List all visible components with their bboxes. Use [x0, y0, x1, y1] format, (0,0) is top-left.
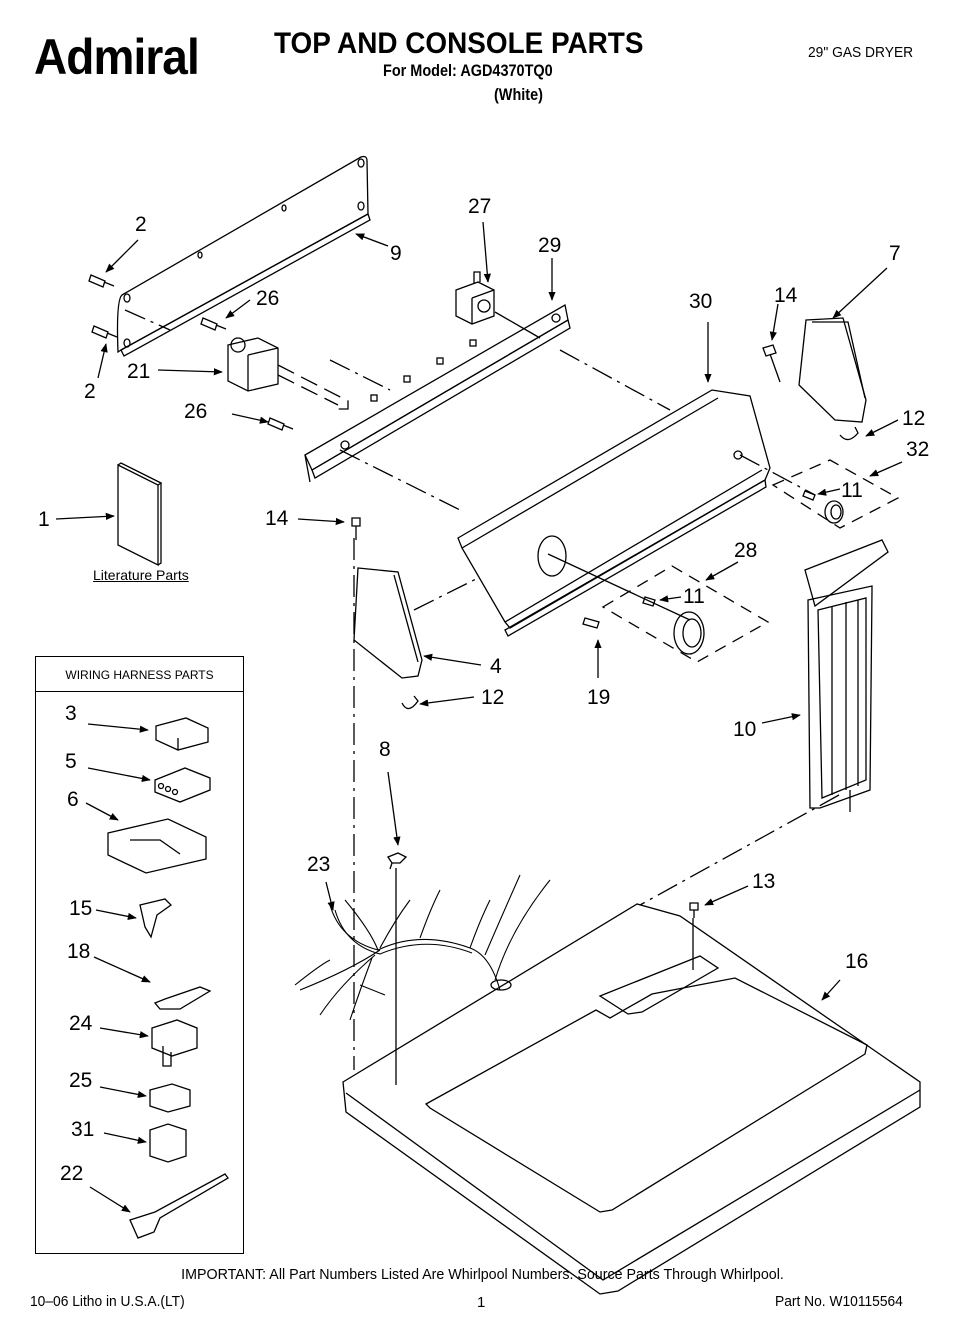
wire-harness-part-23: [294, 874, 551, 1021]
callout-5: 5: [65, 750, 77, 773]
callout-21: 21: [127, 360, 151, 383]
model-color: (White): [494, 85, 543, 104]
callout-23: 23: [307, 853, 331, 876]
callout-9: 9: [390, 242, 402, 265]
callout-26: 26: [256, 287, 280, 310]
lint-filter-part-10: [804, 539, 889, 812]
important-notice: IMPORTANT: All Part Numbers Listed Are W…: [181, 1266, 784, 1283]
top-panel-part-16: [342, 903, 921, 1295]
screw-part-13: [689, 902, 699, 970]
callout-28: 28: [734, 539, 758, 562]
print-info: 10–06 Litho in U.S.A.(LT): [30, 1293, 185, 1310]
callout-7: 7: [889, 242, 901, 265]
screw-part-26: [200, 317, 294, 431]
callout-19: 19: [587, 686, 611, 709]
end-cap-part-4: [353, 567, 423, 679]
console-panel-part-30: [457, 389, 771, 637]
page-title: TOP AND CONSOLE PARTS: [274, 27, 644, 60]
callout-29: 29: [538, 234, 562, 257]
clip-part-12: [401, 426, 859, 710]
clip-part-8: [387, 852, 408, 1085]
knob-kit-part-28: [547, 553, 770, 663]
product-type: 29" GAS DRYER: [808, 44, 914, 61]
assembly-lines: [124, 309, 840, 1070]
callout-18: 18: [67, 940, 91, 963]
callout-25: 25: [69, 1069, 93, 1092]
wiring-harness-heading: WIRING HARNESS PARTS: [36, 657, 243, 692]
callout-13: 13: [752, 870, 776, 893]
callout-1: 1: [38, 508, 50, 531]
callout-2: 2: [84, 380, 96, 403]
switch-part-21: [227, 337, 349, 410]
bracket-part-7: [762, 317, 867, 423]
callout-11: 11: [841, 479, 863, 502]
callout-32: 32: [906, 438, 930, 461]
wiring-harness-icons: [107, 717, 229, 1239]
page-number: 1: [477, 1294, 486, 1311]
callout-12: 12: [902, 407, 926, 430]
callout-14: 14: [774, 284, 798, 307]
callout-10: 10: [733, 718, 757, 741]
callout-30: 30: [689, 290, 713, 313]
literature-book-part-1: [117, 462, 163, 567]
timer-part-27: [455, 271, 541, 339]
callout-24: 24: [69, 1012, 93, 1035]
callout-14: 14: [265, 507, 289, 530]
brand-logo: Admiral: [34, 29, 200, 85]
callout-3: 3: [65, 702, 77, 725]
callout-12: 12: [481, 686, 505, 709]
callout-6: 6: [67, 788, 79, 811]
callout-arrows: [55, 221, 903, 1213]
console-bracket-part-29: [304, 303, 571, 483]
callout-4: 4: [490, 655, 502, 678]
callout-26: 26: [184, 400, 208, 423]
model-number: For Model: AGD4370TQ0: [383, 61, 553, 80]
callout-27: 27: [468, 195, 492, 218]
callout-8: 8: [379, 738, 391, 761]
wiring-harness-parts-box: WIRING HARNESS PARTS: [35, 656, 244, 1254]
screw-part-14: [351, 517, 361, 540]
callout-15: 15: [69, 897, 93, 920]
screw-part-19: [582, 617, 600, 629]
literature-parts-label: Literature Parts: [93, 567, 189, 583]
screw-part-2: [88, 274, 118, 339]
callout-2: 2: [135, 213, 147, 236]
knob-kit-part-32: [771, 459, 900, 529]
callout-16: 16: [845, 950, 869, 973]
callout-22: 22: [60, 1162, 84, 1185]
callout-11: 11: [683, 585, 705, 608]
document-part-number: Part No. W10115564: [775, 1293, 903, 1310]
rear-bracket-part-9: [116, 155, 371, 357]
callout-31: 31: [71, 1118, 95, 1141]
